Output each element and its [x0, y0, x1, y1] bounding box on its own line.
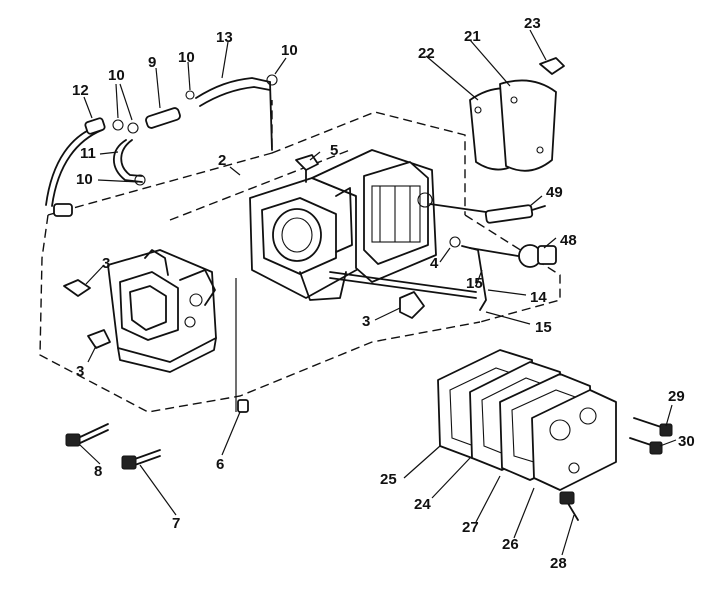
clip-10c: [185, 90, 195, 100]
bolts: [65, 236, 673, 521]
plug-6: [237, 399, 249, 413]
callout-29: 29: [668, 388, 685, 405]
callout-13: 13: [216, 29, 233, 46]
callout-49: 49: [546, 184, 563, 201]
callout-15-lower: 15: [535, 319, 552, 336]
callout-27: 27: [462, 519, 479, 536]
screw-3b: [399, 291, 425, 319]
callout-10-top-right: 10: [281, 42, 298, 59]
callout-3-upper: 3: [102, 255, 110, 272]
callout-4: 4: [430, 255, 439, 272]
crankcase-block: [249, 149, 477, 319]
callout-5: 5: [330, 142, 338, 159]
bolt-28: [559, 491, 575, 505]
callout-21: 21: [464, 28, 481, 45]
callout-11: 11: [80, 145, 96, 162]
bolt-30: [649, 441, 663, 455]
sensor-48: [469, 244, 557, 268]
callout-14: 14: [530, 289, 547, 306]
callouts: 23 13 10 10 21 22 9 10 12 11 10 2 5 49 4…: [72, 15, 695, 572]
clip-4: [449, 236, 461, 248]
callout-2: 2: [218, 152, 226, 169]
bolt-7: [121, 455, 137, 470]
fuel-filter-9: [145, 107, 181, 129]
callout-9: 9: [148, 54, 156, 71]
callout-28: 28: [550, 555, 567, 572]
callout-7: 7: [172, 515, 180, 532]
callout-10-top: 10: [178, 49, 195, 66]
fuel-connector-12: [84, 117, 106, 135]
callout-24: 24: [414, 496, 431, 513]
callout-12: 12: [72, 82, 89, 99]
callout-15-upper: 15: [466, 275, 483, 292]
screw-3a: [63, 279, 91, 297]
screw-3c: [87, 329, 111, 349]
bolt-8: [65, 433, 81, 447]
callout-8: 8: [94, 463, 102, 480]
clip-10d: [266, 74, 278, 86]
assembly-boundary: [39, 100, 561, 413]
callout-48: 48: [560, 232, 577, 249]
callout-3-middle: 3: [362, 313, 370, 330]
clip-10a: [112, 119, 124, 131]
callout-3-lower: 3: [76, 363, 84, 380]
valve-5: [295, 154, 319, 171]
callout-22: 22: [418, 45, 435, 62]
clip-10b: [127, 122, 139, 134]
callout-10-left: 10: [108, 67, 125, 84]
cover-plate: [469, 57, 565, 172]
callout-26: 26: [502, 536, 519, 553]
clip-10e: [134, 174, 146, 186]
callout-23: 23: [524, 15, 541, 32]
spark-plug-49: [429, 203, 546, 224]
leader-lines: [79, 29, 677, 556]
intake-body: [63, 249, 217, 373]
gasket-stack: [437, 349, 617, 491]
callout-30: 30: [678, 433, 695, 450]
fuel-hose-assembly: [45, 74, 278, 217]
callout-25: 25: [380, 471, 397, 488]
callout-10-bottom: 10: [76, 171, 93, 188]
bolt-23: [539, 57, 565, 75]
callout-6: 6: [216, 456, 224, 473]
hose-end: [53, 203, 73, 217]
